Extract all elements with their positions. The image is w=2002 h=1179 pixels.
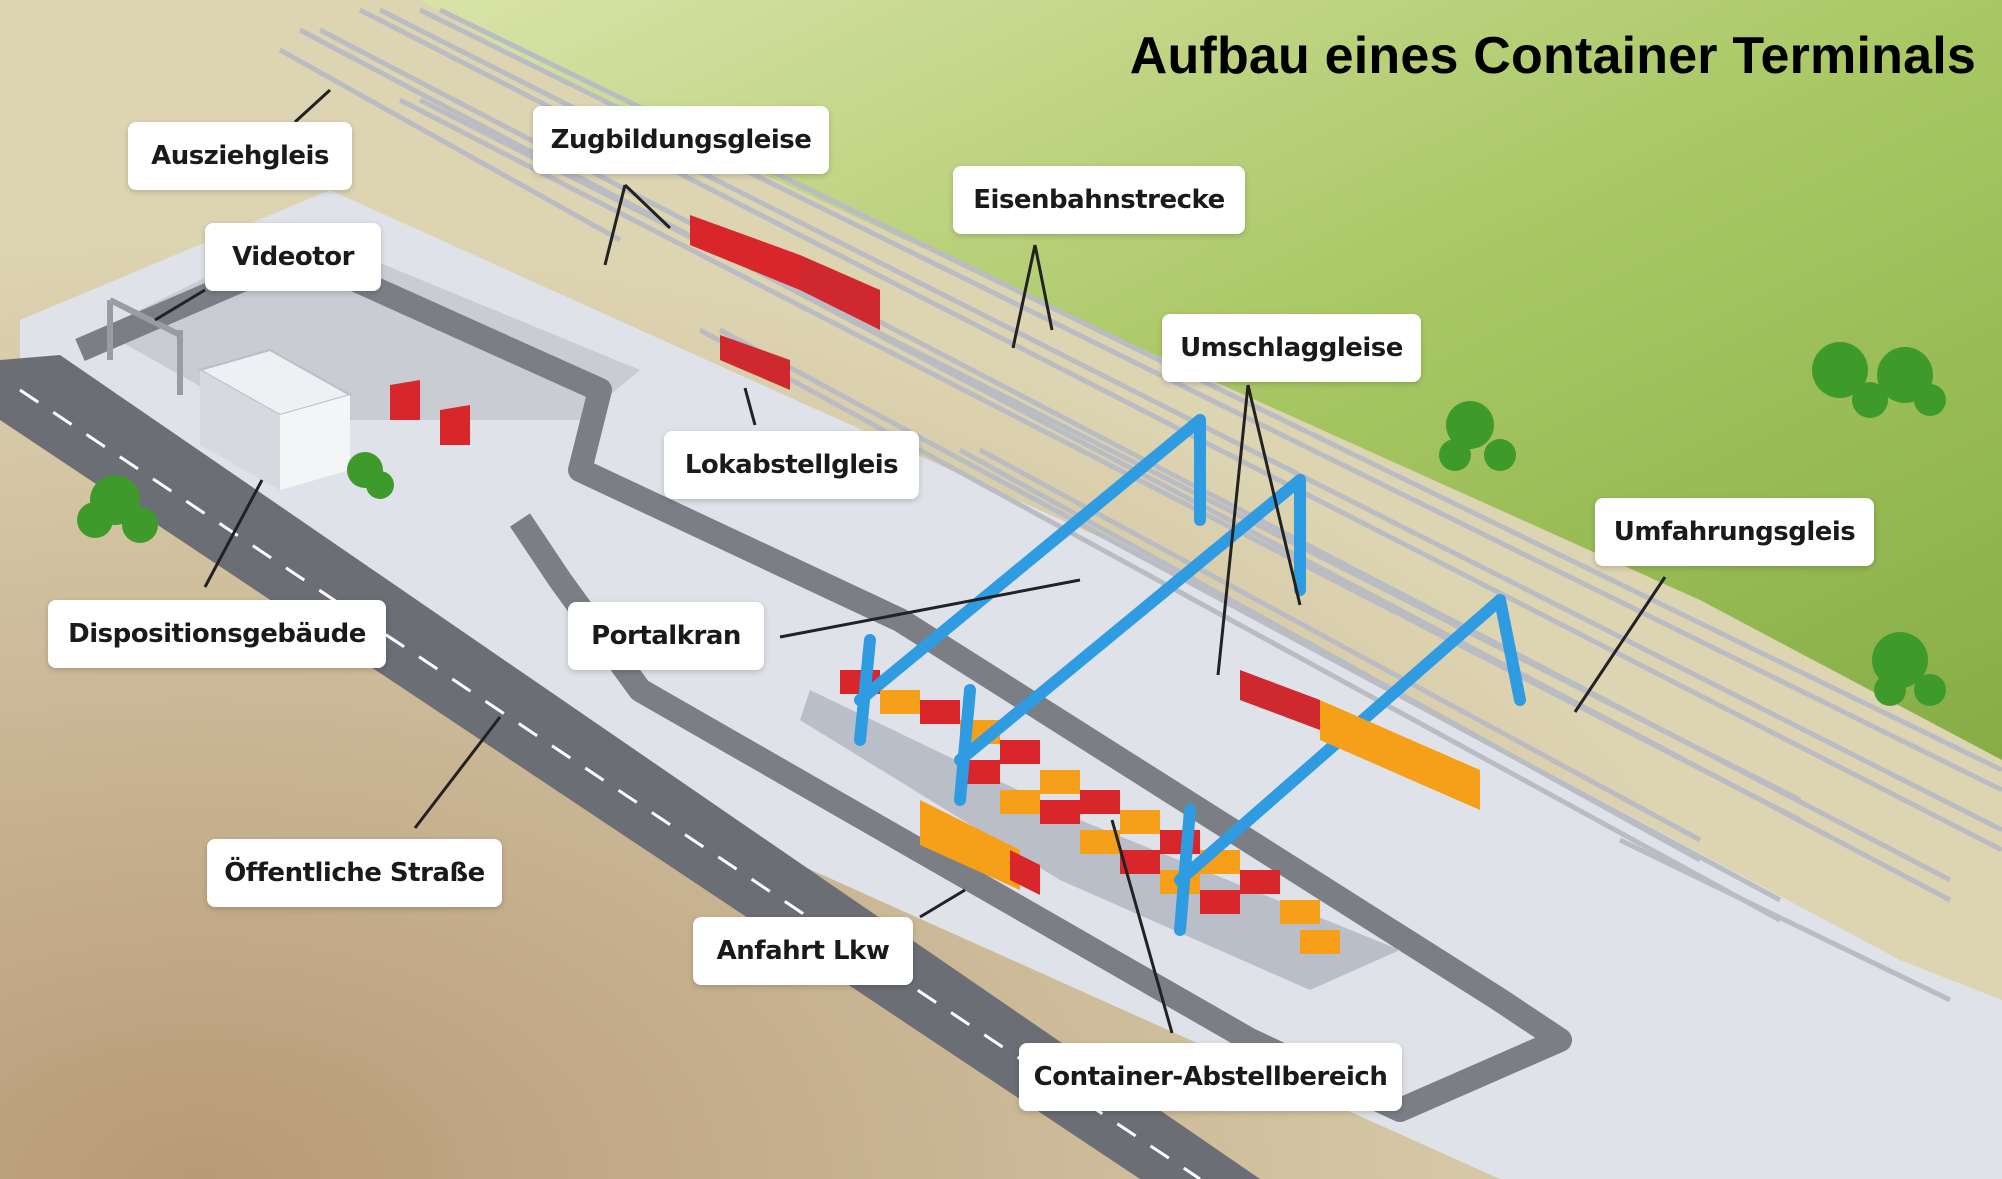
video-gate bbox=[107, 297, 183, 395]
label-umschlaggleise: Umschlaggleise bbox=[1162, 314, 1421, 382]
label-lokabstellgleis: Lokabstellgleis bbox=[664, 431, 919, 499]
terminal-road bbox=[75, 243, 1572, 1122]
label-videotor: Videotor bbox=[205, 223, 381, 291]
diagram-title: Aufbau eines Container Terminals bbox=[1129, 27, 1976, 85]
label-oeffentliche-strasse: Öffentliche Straße bbox=[207, 839, 502, 907]
trucks bbox=[390, 380, 1040, 895]
label-zugbildungsgleise: Zugbildungsgleise bbox=[533, 106, 829, 174]
label-umfahrungsgleis: Umfahrungsgleis bbox=[1595, 498, 1874, 566]
label-anfahrt-lkw: Anfahrt Lkw bbox=[693, 917, 913, 985]
disposition-building bbox=[197, 348, 353, 490]
trees bbox=[77, 342, 1946, 706]
label-portalkran: Portalkran bbox=[568, 602, 764, 670]
label-ausziehgleis: Ausziehgleis bbox=[128, 122, 352, 190]
leader-lines bbox=[154, 88, 1667, 1034]
label-container-abstellbereich: Container-Abstellbereich bbox=[1019, 1043, 1402, 1111]
trains bbox=[690, 215, 1480, 810]
public-road bbox=[0, 355, 1260, 1179]
label-dispositionsgebaeude: Dispositionsgebäude bbox=[48, 600, 386, 668]
label-eisenbahnstrecke: Eisenbahnstrecke bbox=[953, 166, 1245, 234]
